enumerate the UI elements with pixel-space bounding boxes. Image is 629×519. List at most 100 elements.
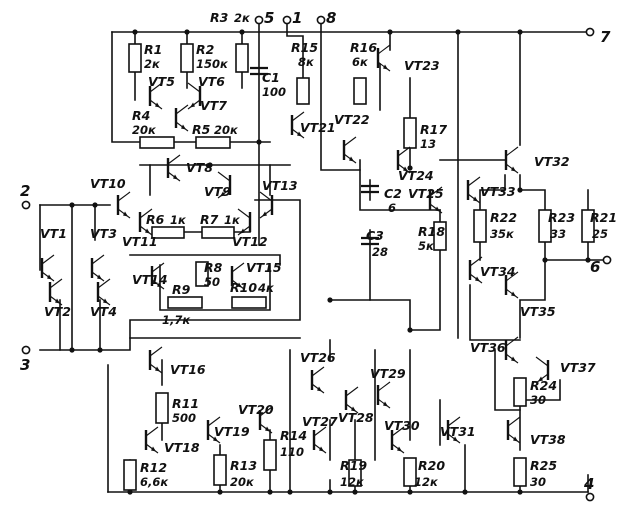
terminal-5[interactable] — [254, 15, 264, 25]
r11-ref: R11 — [172, 396, 199, 411]
vt8-label: VT8 — [186, 160, 213, 175]
c3-ref: C3 — [366, 228, 384, 243]
r21-value: 25 — [592, 227, 608, 241]
terminal-8[interactable] — [316, 15, 326, 25]
vt23-label: VT23 — [404, 58, 440, 73]
vt5-label: VT5 — [148, 74, 175, 89]
r10-value: 4к — [257, 281, 275, 295]
terminal-3-label: 3 — [20, 356, 30, 374]
terminal-2[interactable] — [21, 200, 31, 210]
r18-ref: R18 — [418, 224, 445, 239]
vt1-label: VT1 — [40, 226, 67, 241]
resistor-r14 — [263, 439, 277, 471]
vt7-label: VT7 — [200, 98, 227, 113]
transistor-symbol — [148, 346, 163, 374]
transistor-symbol — [96, 278, 111, 306]
capacitor-c2 — [361, 184, 379, 194]
resistor-r2 — [180, 43, 194, 73]
r11-value: 500 — [172, 411, 196, 425]
transistor-symbol — [150, 262, 165, 290]
vt10-label: VT10 — [90, 176, 126, 191]
resistor-r10 — [231, 296, 267, 309]
r6-value: 1к — [170, 213, 187, 227]
resistor-r16 — [353, 77, 367, 105]
transistor-symbol — [48, 278, 63, 306]
c2-ref: C2 — [384, 186, 402, 201]
r17-value: 13 — [420, 137, 436, 151]
transistor-symbol — [506, 416, 521, 444]
terminal-7-label: 7 — [600, 28, 611, 46]
r25-ref: R25 — [530, 458, 557, 473]
resistor-r12 — [123, 459, 137, 491]
c1-value: 100 — [262, 85, 286, 99]
vt11-label: VT11 — [122, 234, 158, 249]
vt6-label: VT6 — [198, 74, 225, 89]
vt27-label: VT27 — [302, 414, 338, 429]
r12-value: 6,6к — [140, 475, 169, 489]
terminal-6-label: 6 — [590, 258, 600, 276]
vt21-label: VT21 — [300, 120, 336, 135]
vt12-label: VT12 — [232, 234, 268, 249]
resistor-r5 — [195, 136, 231, 149]
terminal-3[interactable] — [21, 345, 31, 355]
r22-ref: R22 — [490, 210, 517, 225]
vt15-label: VT15 — [246, 260, 282, 275]
r20-ref: R20 — [418, 458, 445, 473]
transistor-symbol — [258, 406, 273, 434]
vt2-label: VT2 — [44, 304, 71, 319]
resistor-r25 — [513, 457, 527, 487]
transistor-symbol — [166, 154, 181, 182]
resistor-r17 — [403, 117, 417, 149]
transistor-symbol — [504, 336, 519, 364]
r9-value: 1,7к — [162, 313, 191, 327]
terminal-7[interactable] — [585, 27, 595, 37]
terminal-4[interactable] — [585, 492, 595, 502]
vt31-label: VT31 — [440, 424, 476, 439]
resistor-r22 — [473, 209, 487, 243]
transistor-symbol — [217, 171, 232, 199]
transistor-symbol — [468, 256, 483, 284]
c3-value: 28 — [372, 245, 388, 259]
resistor-r9 — [167, 296, 203, 309]
resistor-r8 — [195, 261, 209, 287]
r12-ref: R12 — [140, 460, 167, 475]
r21-ref: R21 — [590, 210, 617, 225]
vt4-label: VT4 — [90, 304, 117, 319]
vt22-label: VT22 — [334, 112, 370, 127]
vt9-label: VT9 — [204, 184, 231, 199]
terminals: 5 1 8 7 2 6 3 4 — [20, 9, 612, 502]
r17-ref: R17 — [420, 122, 447, 137]
r1-ref: R1 — [144, 42, 162, 57]
resistor-r6 — [151, 226, 185, 239]
vt24-label: VT24 — [398, 168, 434, 183]
r1-value: 2к — [144, 57, 161, 71]
vt30-label: VT30 — [384, 418, 420, 433]
terminal-6[interactable] — [602, 255, 612, 265]
r3-ref: R3 — [210, 10, 228, 25]
vt20-label: VT20 — [238, 402, 274, 417]
vt18-label: VT18 — [164, 440, 200, 455]
transistor-symbol — [116, 191, 131, 219]
r25-value: 30 — [530, 475, 546, 489]
transistor-symbol — [446, 416, 461, 444]
transistor-symbol — [342, 136, 357, 164]
vt26-label: VT26 — [300, 350, 336, 365]
r2-ref: R2 — [196, 42, 214, 57]
r7-value: 1к — [224, 213, 241, 227]
vt35-label: VT35 — [520, 304, 556, 319]
transistor-symbol — [237, 208, 252, 236]
resistor-r1 — [128, 43, 142, 73]
r8-value: 50 — [204, 275, 220, 289]
transistor-symbol — [310, 366, 325, 394]
r3-value: 2к — [234, 11, 251, 25]
r14-value: 110 — [280, 445, 304, 459]
c2-value: 6 — [388, 201, 396, 215]
vt25-label: VT25 — [408, 186, 444, 201]
vt37-label: VT37 — [560, 360, 596, 375]
capacitor-c3 — [361, 236, 379, 246]
terminal-1[interactable] — [282, 15, 292, 25]
vt13-label: VT13 — [262, 178, 298, 193]
vt36-label: VT36 — [470, 340, 506, 355]
r16-ref: R16 — [350, 40, 377, 55]
